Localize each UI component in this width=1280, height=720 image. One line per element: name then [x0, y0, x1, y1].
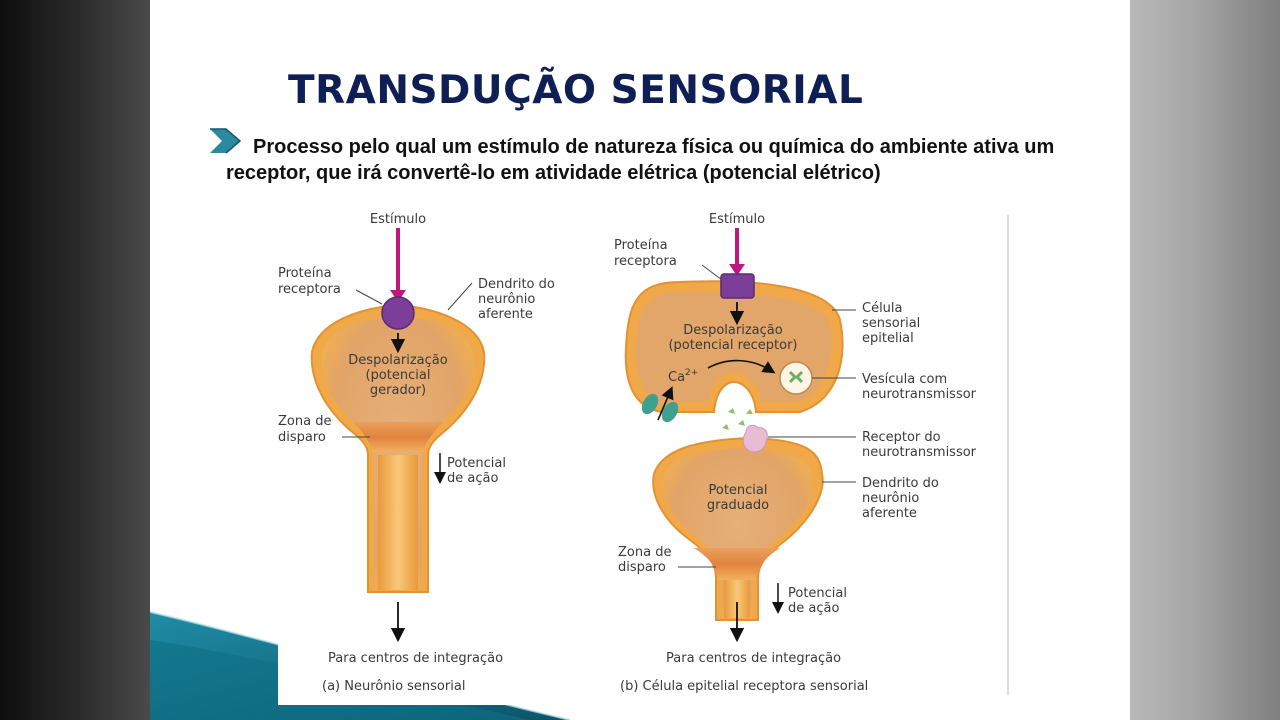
label-action-potential-b-2: de ação: [788, 601, 839, 616]
label-action-potential-b-1: Potencial: [788, 586, 847, 601]
calcium-channel-icon: [641, 393, 679, 423]
neuron-a-inner: [321, 316, 475, 590]
arrow-calcium-to-vesicle: [707, 359, 776, 374]
stimulus-arrowhead-b: [729, 264, 745, 276]
caption-b: (b) Célula epitelial receptora sensorial: [620, 679, 868, 694]
label-depolarization-a-1: Despolarização: [348, 353, 447, 368]
label-graded-potential-2: graduado: [707, 498, 769, 513]
epithelial-receptor-diagram: [624, 228, 856, 643]
label-to-centers-b: Para centros de integração: [666, 651, 841, 666]
receptor-protein-b: [720, 273, 755, 299]
label-depolarization-a-2: (potencial: [366, 368, 431, 383]
label-depolarization-b-2: (potencial receptor): [668, 338, 797, 353]
label-trigger-zone-b-2: disparo: [618, 560, 666, 575]
label-nt-receptor-b-2: neurotransmissor: [862, 445, 977, 460]
label-receptor-protein-a-2: receptora: [278, 282, 341, 297]
label-vesicle-b-1: Vesícula com: [862, 372, 947, 387]
slide: Estímulo Proteína receptora Dendrito do …: [150, 0, 1130, 720]
caption-a: (a) Neurônio sensorial: [322, 679, 465, 694]
label-nt-receptor-b-1: Receptor do: [862, 430, 941, 445]
label-trigger-zone-a-1: Zona de: [278, 414, 331, 429]
afferent-neuron-b-inner: [663, 448, 813, 618]
label-receptor-protein-b-2: receptora: [614, 254, 677, 269]
label-dendrite-a-3: aferente: [478, 307, 533, 322]
label-vesicle-b-2: neurotransmissor: [862, 387, 977, 402]
released-neurotransmitter-icon: [722, 408, 753, 430]
vesicle-icon: [779, 361, 813, 395]
chevron-bullet-icon: [210, 128, 242, 154]
figure-canvas: Estímulo Proteína receptora Dendrito do …: [150, 212, 1010, 720]
label-to-centers-a: Para centros de integração: [328, 651, 503, 666]
label-dendrite-b-3: aferente: [862, 506, 917, 521]
sensory-neuron-diagram: [310, 228, 486, 643]
label-depolarization-b-1: Despolarização: [683, 323, 782, 338]
left-background-panel: [0, 0, 150, 720]
stimulus-arrowhead-a: [390, 290, 406, 302]
neurotransmitter-receptor: [742, 424, 768, 453]
label-graded-potential-1: Potencial: [708, 483, 767, 498]
neuron-a-axon: [378, 455, 418, 590]
leader-receptor-a: [355, 289, 383, 305]
label-calcium: Ca2+: [668, 368, 698, 385]
arrow-calcium-entry: [657, 386, 674, 421]
trigger-zone-b: [694, 548, 780, 580]
label-dendrite-b-1: Dendrito do: [862, 476, 939, 491]
label-receptor-protein-b-1: Proteína: [614, 238, 668, 253]
right-background-panel: [1130, 0, 1280, 720]
receptor-protein-a: [381, 296, 415, 330]
label-dendrite-a-1: Dendrito do: [478, 277, 555, 292]
slide-title: TRANSDUÇÃO SENSORIAL: [288, 68, 864, 113]
label-receptor-protein-a-1: Proteína: [278, 266, 332, 281]
leader-receptor-b: [701, 264, 723, 281]
label-dendrite-a-2: neurônio: [478, 292, 535, 307]
leader-dendrite-a: [447, 282, 473, 311]
label-trigger-zone-b-1: Zona de: [618, 545, 671, 560]
label-stimulus-b: Estímulo: [709, 212, 765, 227]
label-stimulus-a: Estímulo: [370, 212, 426, 227]
label-action-potential-a-1: Potencial: [447, 456, 506, 471]
label-trigger-zone-a-2: disparo: [278, 430, 326, 445]
label-dendrite-b-2: neurônio: [862, 491, 919, 506]
label-epithelial-b-3: epitelial: [862, 331, 914, 346]
label-epithelial-b-2: sensorial: [862, 316, 920, 331]
trigger-zone-a: [353, 422, 443, 452]
label-depolarization-a-3: gerador): [370, 383, 426, 398]
label-epithelial-b-1: Célula: [862, 301, 903, 316]
label-action-potential-a-2: de ação: [447, 471, 498, 486]
bullet-text: Processo pelo qual um estímulo de nature…: [226, 136, 1055, 184]
